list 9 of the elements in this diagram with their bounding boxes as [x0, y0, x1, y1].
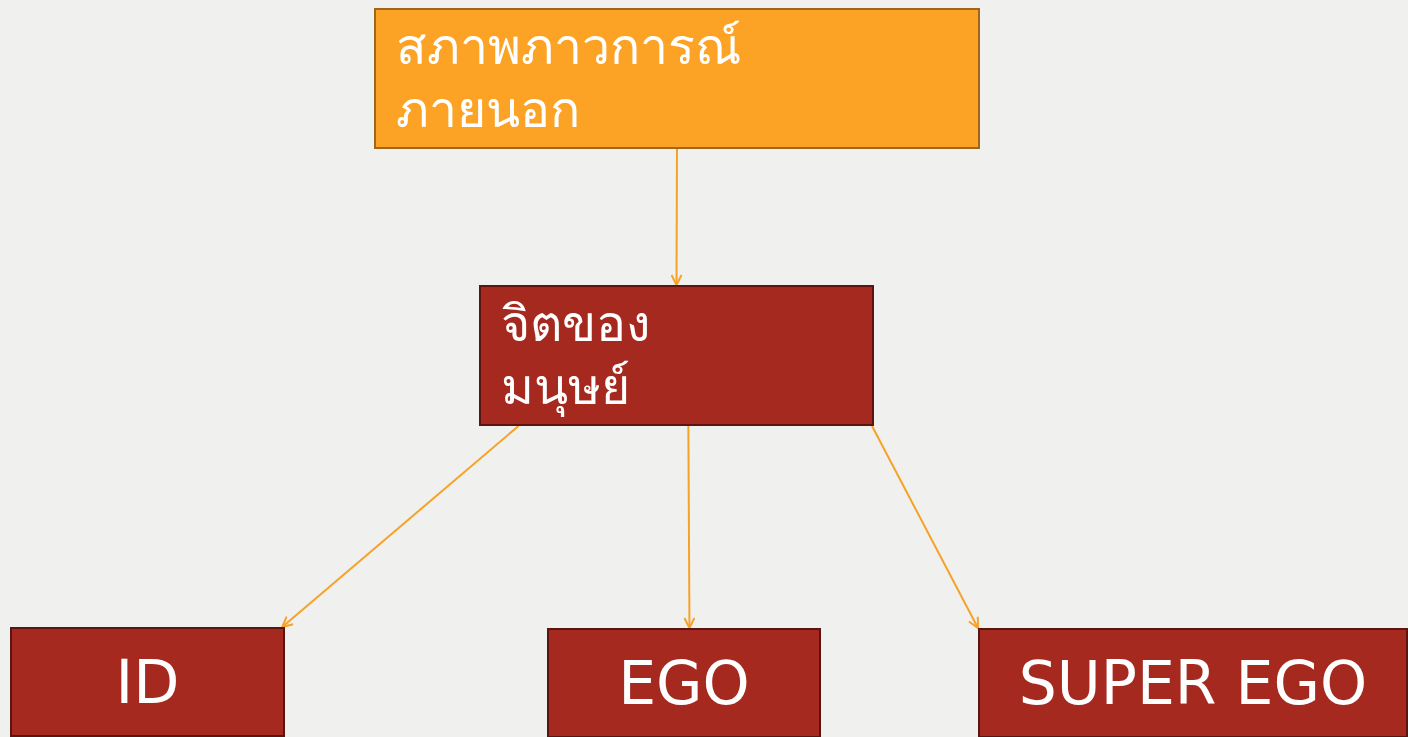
arrow	[683, 425, 696, 629]
process-box: จิตของมนุษย์	[479, 285, 874, 426]
arrow	[281, 425, 520, 628]
process-box: EGO	[547, 628, 821, 737]
process-box: สภาพภาวการณ์ภายนอก	[374, 8, 980, 149]
arrow	[670, 148, 683, 286]
process-box: SUPER EGO	[978, 628, 1408, 737]
process-box: ID	[10, 627, 285, 737]
arrow	[871, 425, 979, 629]
